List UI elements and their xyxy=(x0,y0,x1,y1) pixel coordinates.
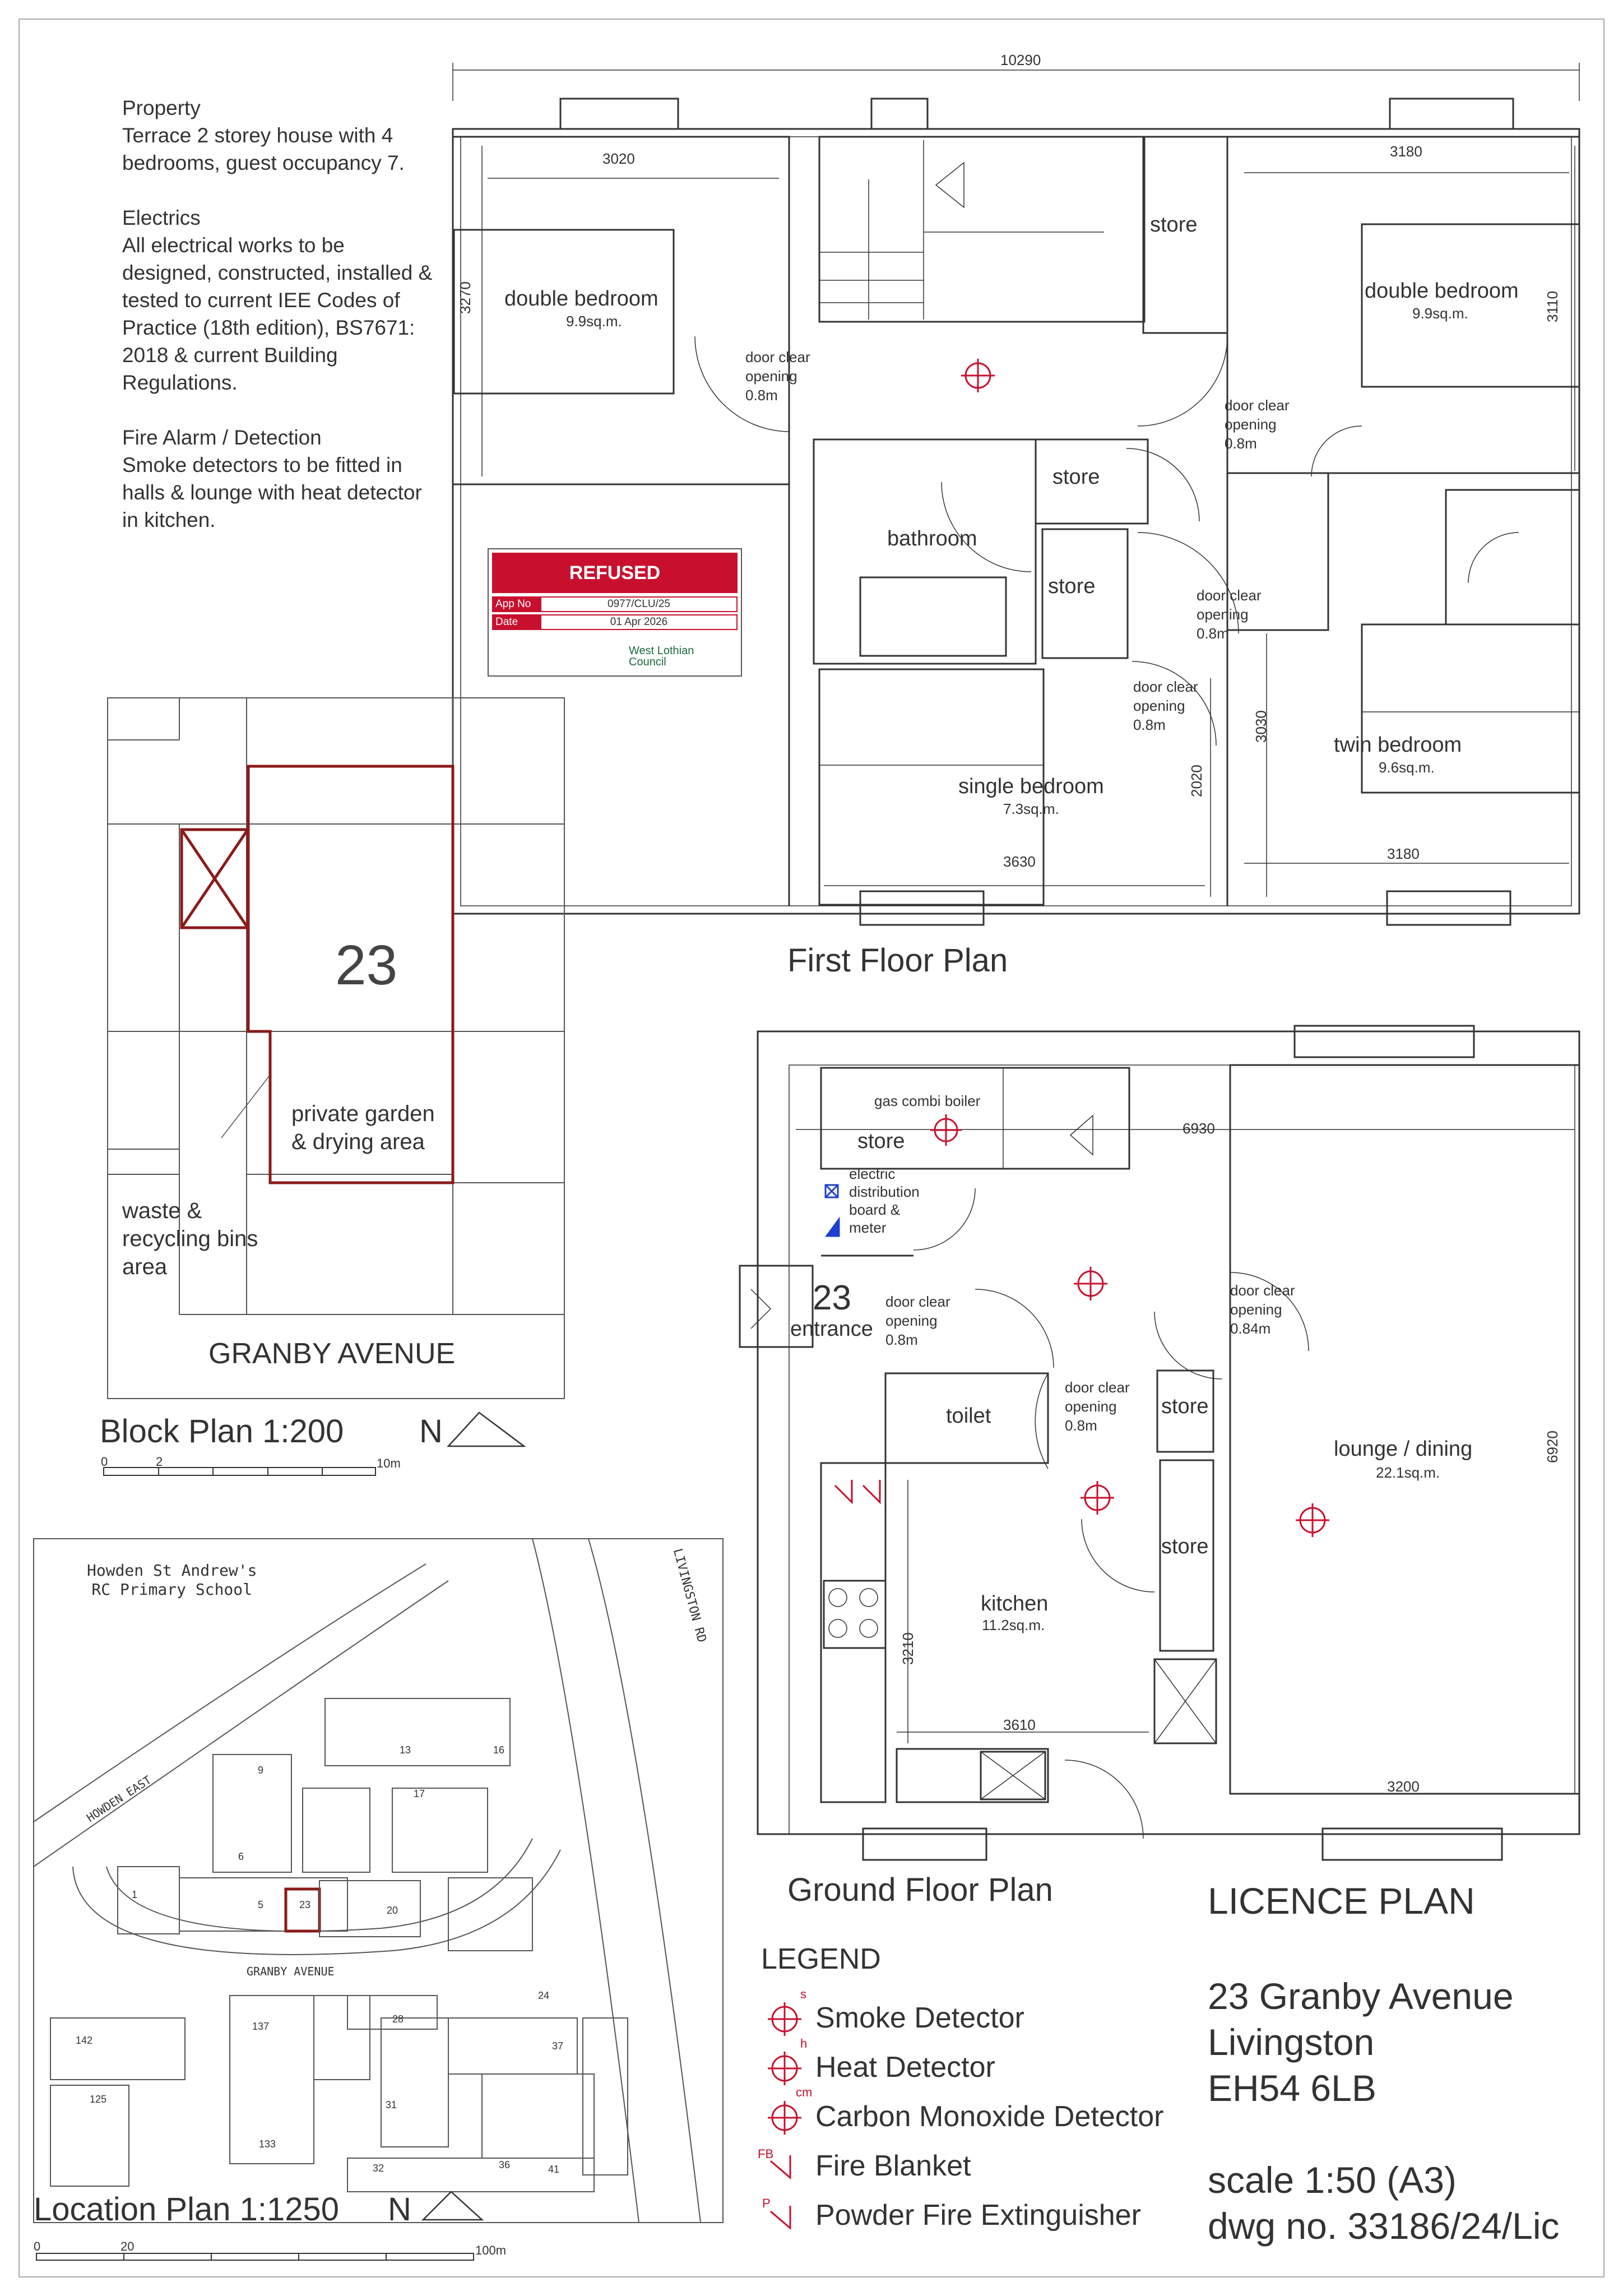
smoke-detector-icon xyxy=(1074,1267,1107,1300)
stamp-date-value: 01 Apr 2026 xyxy=(540,614,738,630)
smoke-detector-icon xyxy=(1296,1503,1329,1537)
fire-heading: Fire Alarm / Detection xyxy=(122,426,322,449)
legend-item-heat: Heat Detector xyxy=(815,2051,995,2084)
electrics-heading: Electrics xyxy=(122,206,201,229)
legend-item-extinguisher: Powder Fire Extinguisher xyxy=(815,2199,1141,2232)
address-line-2: Livingston xyxy=(1208,2021,1375,2063)
property-text: Terrace 2 storey house with 4 bedrooms, … xyxy=(122,124,405,174)
ground-floor-plan xyxy=(739,1025,1580,1861)
address-line-1: 23 Granby Avenue xyxy=(1208,1975,1514,2017)
extinguisher-icon xyxy=(862,1480,881,1505)
legend-code: h xyxy=(800,2036,808,2050)
block-scale-bar xyxy=(103,1467,376,1476)
legend-code: FB xyxy=(758,2147,774,2161)
smoke-detector-icon xyxy=(961,359,995,392)
block-plan xyxy=(107,697,565,1399)
stamp-app-label: App No xyxy=(492,596,540,612)
stamp-status: REFUSED xyxy=(492,553,738,593)
electric-board-icon xyxy=(824,1184,840,1237)
property-heading: Property xyxy=(122,96,201,119)
legend-item-blanket: Fire Blanket xyxy=(815,2150,971,2182)
fire-blanket-icon xyxy=(834,1480,853,1505)
legend-title: LEGEND xyxy=(761,1943,881,1975)
legend-code: cm xyxy=(796,2085,813,2099)
legend-item-smoke: Smoke Detector xyxy=(815,2002,1024,2034)
co-detector-icon xyxy=(930,1114,962,1146)
stamp-date-label: Date xyxy=(492,614,540,630)
location-plan xyxy=(33,1538,724,2223)
fire-text: Smoke detectors to be fitted in halls & … xyxy=(122,453,422,531)
north-arrow-icon xyxy=(421,2191,484,2221)
first-floor-plan xyxy=(452,63,1580,926)
co-detector-icon xyxy=(768,2101,801,2135)
heat-detector-icon xyxy=(768,2052,801,2085)
legend-item-co: Carbon Monoxide Detector xyxy=(815,2100,1164,2133)
site-boundary xyxy=(180,765,455,1184)
north-arrow-icon xyxy=(447,1411,526,1447)
legend-code: P xyxy=(762,2196,771,2210)
stamp-app-value: 0977/CLU/25 xyxy=(540,596,738,612)
smoke-detector-icon xyxy=(768,2002,801,2036)
address-postcode: EH54 6LB xyxy=(1208,2067,1376,2109)
drawing-scale: scale 1:50 (A3) xyxy=(1208,2159,1457,2201)
electrics-text: All electrical works to be designed, con… xyxy=(122,234,433,394)
fire-blanket-icon xyxy=(770,2155,791,2180)
heat-detector-icon xyxy=(1081,1481,1114,1515)
council-logo: West Lothian Council xyxy=(629,645,694,668)
drawing-heading: LICENCE PLAN xyxy=(1208,1880,1475,1922)
extinguisher-icon xyxy=(770,2206,791,2230)
location-scale-bar xyxy=(36,2253,474,2261)
drawing-number: dwg no. 33186/24/Lic xyxy=(1208,2205,1560,2247)
legend-code: s xyxy=(800,1987,806,2001)
